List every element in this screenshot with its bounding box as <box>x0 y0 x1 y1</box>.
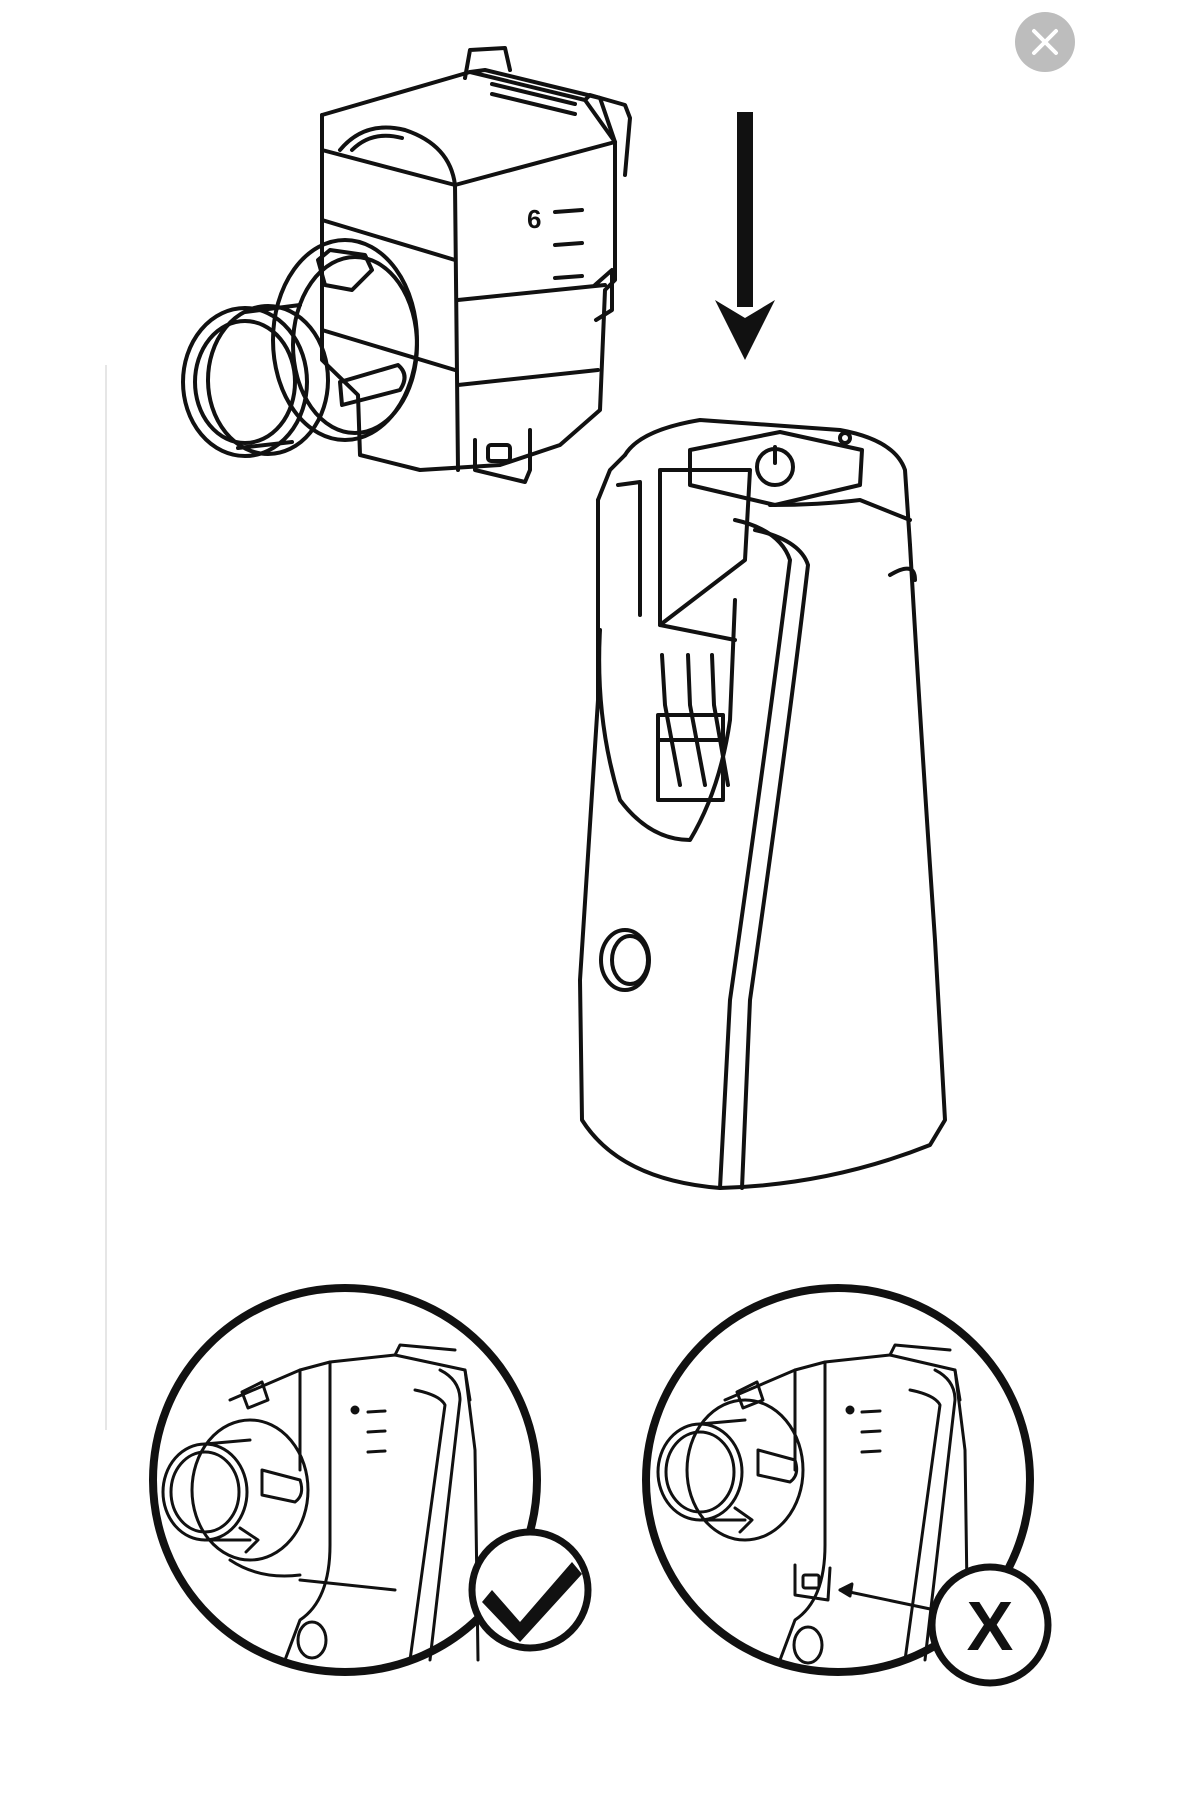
correct-assembly-callout <box>149 1284 592 1676</box>
close-icon <box>1032 29 1058 55</box>
arrow-down-icon <box>715 112 775 360</box>
nebulizer-handset <box>578 418 947 1190</box>
incorrect-assembly-view <box>656 1343 970 1665</box>
power-button-outline <box>688 430 864 507</box>
incorrect-badge: X <box>928 1563 1052 1687</box>
cartridge-scale-mark: 6 <box>527 204 541 234</box>
close-button[interactable] <box>1015 12 1075 72</box>
checkmark-icon <box>482 1562 582 1642</box>
x-mark-glyph: X <box>967 1587 1014 1665</box>
medication-cartridge: 6 <box>181 46 632 484</box>
correct-assembly-view <box>161 1343 480 1662</box>
side-divider <box>105 365 107 1430</box>
correct-badge <box>468 1528 592 1652</box>
incorrect-assembly-callout: X <box>642 1284 1052 1687</box>
